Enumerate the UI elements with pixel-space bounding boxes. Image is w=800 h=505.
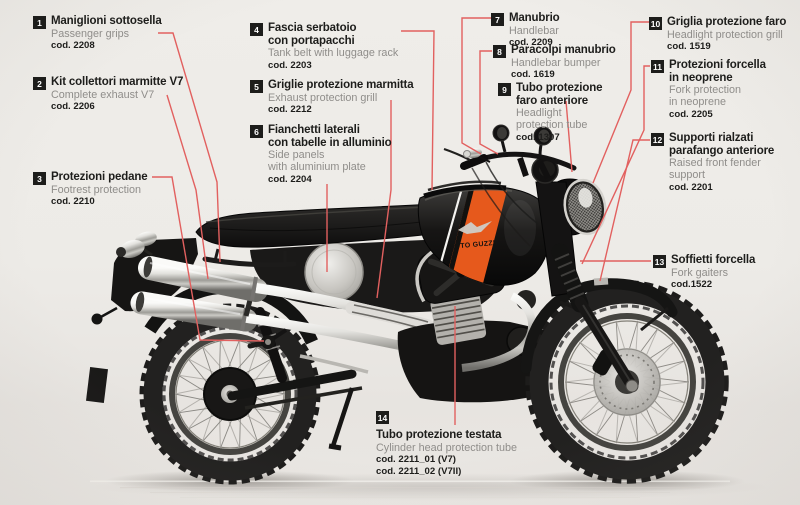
callout-subtitle: Fork gaiters bbox=[671, 266, 728, 279]
callout-code: cod. 2209 bbox=[509, 37, 553, 49]
callout-headlight-tube: 9 Tubo protezione faro anteriore Headlig… bbox=[498, 82, 602, 143]
callout-subtitle: Handlebar bbox=[509, 24, 559, 37]
callout-footrest-protection: 3 Protezioni pedane Footrest protection … bbox=[33, 171, 148, 208]
callout-subtitle: Complete exhaust V7 bbox=[51, 88, 155, 101]
callout-exhaust-kit: 2 Kit collettori marmitte V7 Complete ex… bbox=[33, 76, 183, 113]
callout-title: Fianchetti laterali bbox=[268, 124, 360, 136]
callout-subtitle: Passenger grips bbox=[51, 27, 130, 40]
callout-handlebar: 7 Manubrio Handlebar cod. 2209 bbox=[491, 12, 560, 49]
callout-exhaust-grill: 5 Griglie protezione marmitta Exhaust pr… bbox=[250, 79, 414, 116]
callout-cylinder-head-tube: 14 Tubo protezione testata Cylinder head… bbox=[376, 410, 517, 478]
callout-number-badge: 9 bbox=[498, 83, 511, 96]
callout-title: Protezioni pedane bbox=[51, 171, 148, 183]
callout-number-badge: 2 bbox=[33, 77, 46, 90]
callout-code: cod. 2212 bbox=[268, 104, 312, 116]
callout-title: Maniglioni sottosella bbox=[51, 15, 162, 27]
callout-subtitle: Handlebar bumper bbox=[511, 56, 601, 69]
callout-fork-protection: 11 Protezioni forcella in neoprene Fork … bbox=[651, 59, 766, 120]
callout-code: cod. 2203 bbox=[268, 59, 312, 71]
callout-title: Kit collettori marmitte V7 bbox=[51, 76, 184, 88]
callout-code: cod. 2211_02 (V7II) bbox=[376, 465, 462, 477]
callout-fender-support: 12 Supporti rialzati parafango anteriore… bbox=[651, 132, 774, 193]
callout-number-badge: 10 bbox=[649, 17, 662, 30]
callout-title: faro anteriore bbox=[516, 94, 589, 107]
leader-line-1 bbox=[158, 32, 221, 263]
callout-side-panels: 6 Fianchetti laterali con tabelle in all… bbox=[250, 124, 392, 185]
callout-code: cod. 2208 bbox=[51, 40, 95, 52]
callout-code: cod. 1519 bbox=[667, 41, 711, 53]
callout-subtitle: with aluminium plate bbox=[268, 160, 366, 173]
callout-number-badge: 5 bbox=[250, 80, 263, 93]
callout-subtitle: support bbox=[669, 168, 706, 181]
callout-title: con portapacchi bbox=[268, 34, 355, 47]
callout-number-badge: 4 bbox=[250, 23, 263, 36]
callout-subtitle: Cylinder head protection tube bbox=[376, 441, 518, 454]
callout-code: cod. 2210 bbox=[51, 196, 95, 208]
leader-line-4 bbox=[401, 30, 435, 191]
callout-title: in neoprene bbox=[669, 71, 733, 84]
leader-line-10 bbox=[592, 21, 649, 184]
callout-number-badge: 14 bbox=[376, 411, 389, 424]
leader-line-9 bbox=[565, 100, 573, 173]
callout-number-badge: 3 bbox=[33, 172, 46, 185]
callout-tank-belt: 4 Fascia serbatoio con portapacchi Tank … bbox=[250, 22, 398, 72]
callout-subtitle: Side panels bbox=[268, 149, 325, 162]
callout-subtitle: Raised front fender bbox=[669, 157, 761, 170]
callout-number-badge: 11 bbox=[651, 60, 664, 73]
callout-fork-gaiters: 13 Soffietti forcella Fork gaiters cod.1… bbox=[653, 254, 755, 291]
callout-number-badge: 8 bbox=[493, 45, 506, 58]
callout-title: Soffietti forcella bbox=[671, 254, 756, 266]
callout-subtitle: Headlight protection grill bbox=[667, 28, 783, 41]
callout-number-badge: 6 bbox=[250, 125, 263, 138]
callout-subtitle: Exhaust protection grill bbox=[268, 91, 378, 104]
leader-line-11 bbox=[581, 65, 650, 265]
callout-code: cod. 1619 bbox=[511, 69, 555, 81]
leader-line-5 bbox=[376, 100, 392, 299]
callout-subtitle: Footrest protection bbox=[51, 183, 142, 196]
callout-title: Supporti rialzati bbox=[669, 132, 754, 144]
callout-title: Fascia serbatoio bbox=[268, 22, 357, 34]
leader-lines bbox=[152, 17, 651, 425]
callout-code: cod. 2201 bbox=[669, 181, 713, 193]
leader-line-3 bbox=[152, 176, 265, 342]
callout-number-badge: 7 bbox=[491, 13, 504, 26]
callout-subtitle: in neoprene bbox=[669, 95, 727, 108]
leader-line-12 bbox=[599, 139, 650, 282]
callout-title: parafango anteriore bbox=[669, 144, 775, 157]
callout-handlebar-bumper: 8 Paracolpi manubrio Handlebar bumper co… bbox=[493, 44, 616, 81]
callout-title: Tubo protezione testata bbox=[376, 429, 502, 441]
callout-subtitle: Fork protection bbox=[669, 84, 742, 97]
callout-subtitle: protection tube bbox=[516, 118, 588, 131]
callout-number-badge: 1 bbox=[33, 16, 46, 29]
callout-code: cod. 2205 bbox=[669, 108, 713, 120]
leader-line-8 bbox=[479, 50, 499, 155]
callout-title: Griglie protezione marmitta bbox=[268, 79, 414, 91]
callout-title: con tabelle in alluminio bbox=[268, 136, 392, 149]
callout-title: Paracolpi manubrio bbox=[511, 44, 616, 56]
callout-code: cod. 2211_01 (V7) bbox=[376, 454, 456, 466]
callout-number-badge: 12 bbox=[651, 133, 664, 146]
callout-subtitle: Tank belt with luggage rack bbox=[268, 47, 399, 60]
leader-line-7 bbox=[461, 17, 491, 155]
callout-code: cod. 2204 bbox=[268, 173, 312, 185]
callout-passenger-grips: 1 Maniglioni sottosella Passenger grips … bbox=[33, 15, 162, 52]
callout-title: Manubrio bbox=[509, 12, 560, 24]
callout-headlight-grill: 10 Griglia protezione faro Headlight pro… bbox=[649, 16, 786, 53]
callout-code: cod. 2206 bbox=[51, 101, 95, 113]
callout-code: cod. 1307 bbox=[516, 131, 560, 143]
callout-title: Griglia protezione faro bbox=[667, 16, 787, 28]
callout-title: Protezioni forcella bbox=[669, 59, 766, 71]
callout-code: cod.1522 bbox=[671, 279, 713, 291]
leader-line-2 bbox=[166, 94, 209, 280]
callout-number-badge: 13 bbox=[653, 255, 666, 268]
callout-subtitle: Headlight bbox=[516, 107, 562, 120]
callout-title: Tubo protezione bbox=[516, 82, 603, 94]
